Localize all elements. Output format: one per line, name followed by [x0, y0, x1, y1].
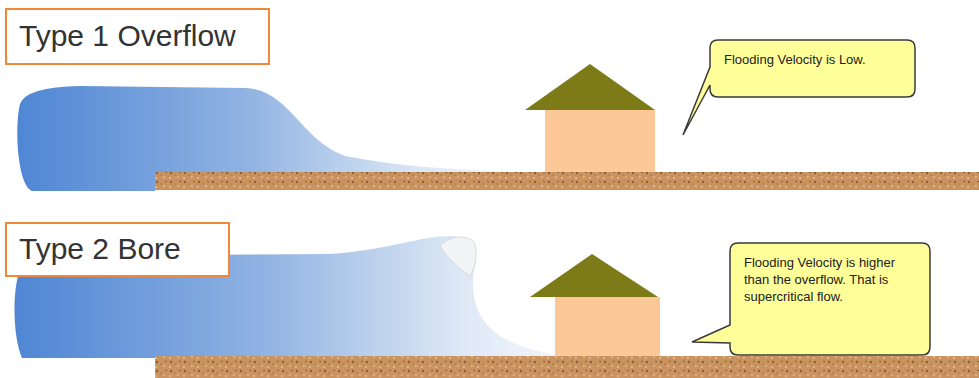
speech-callout: Flooding Velocity is higher than the ove…	[730, 243, 930, 355]
node-text: Flooding Velocity is higher than the ove…	[744, 255, 916, 306]
node-text: Type 1 Overflow	[19, 19, 236, 54]
house-roof	[525, 64, 655, 110]
house-wall	[545, 110, 655, 172]
callout-outline	[683, 40, 915, 135]
type-title-box: Type 1 Overflow	[5, 8, 270, 65]
speech-callout: Flooding Velocity is Low.	[710, 40, 915, 97]
ground	[155, 356, 979, 378]
type-title-box: Type 2 Bore	[5, 222, 230, 277]
node-text: Flooding Velocity is Low.	[724, 52, 901, 69]
wave-foam	[440, 237, 476, 276]
callout-outline	[692, 243, 930, 355]
house-wall	[555, 297, 660, 356]
house-roof	[530, 254, 658, 297]
ground	[155, 172, 979, 190]
callout-bubble	[710, 40, 915, 97]
node-text: Type 2 Bore	[19, 232, 181, 267]
